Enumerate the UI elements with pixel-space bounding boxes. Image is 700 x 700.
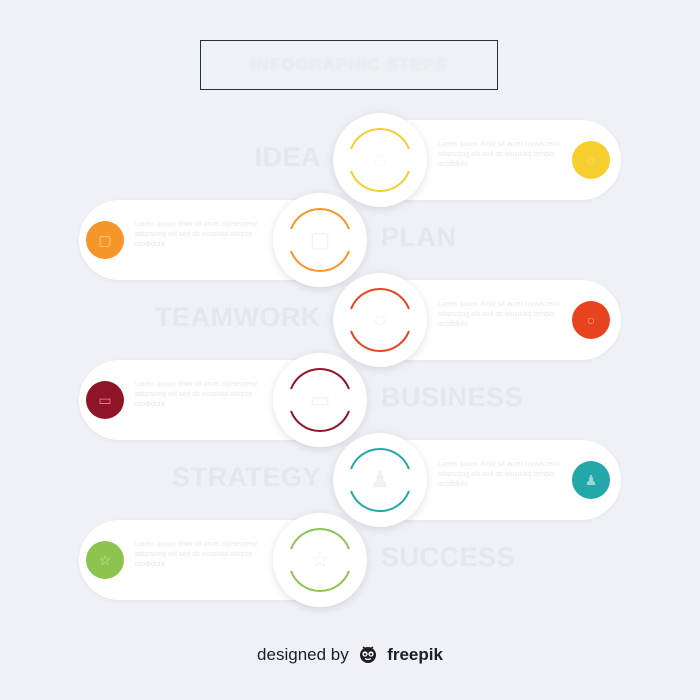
ring-arc-top [290,528,350,550]
ring-arcs [290,368,350,432]
step-ring-plan: ▢ [273,193,367,287]
step-description: Lorem ipsum dolor sit amet consectetur a… [438,461,561,488]
step-description: Lorem ipsum dolor sit amet consectetur a… [135,221,258,248]
credit-brand: freepik [387,645,443,664]
trophy-icon: ☆ [310,547,330,572]
lightbulb-icon: ◌ [586,152,596,168]
step-ring-teamwork: ○ [333,273,427,367]
chess-icon: ♟ [370,467,390,492]
ring-arc-top [350,128,410,150]
ring-arc-bottom [290,410,350,432]
ring-arc-top [290,368,350,390]
lightbulb-badge: ◌ [572,141,610,179]
ring-arcs [350,288,410,352]
step-description: Lorem ipsum dolor sit amet consectetur a… [438,301,561,328]
ring-arc-top [290,208,350,230]
step-description: Lorem ipsum dolor sit amet consectetur a… [135,541,258,568]
step-label: SUCCESS [381,542,516,572]
clipboard-badge: ▢ [86,221,124,259]
step-label: IDEA [254,142,321,172]
briefcase-icon: ▭ [309,387,331,412]
chess-icon: ♟ [584,471,598,488]
ring-arcs [350,128,410,192]
infographic-title: INFOGRAPHIC STEPS [250,55,448,74]
step-description: Lorem ipsum dolor sit amet consectetur a… [135,381,258,408]
trophy-badge: ☆ [86,541,124,579]
ring-arc-bottom [290,250,350,272]
trophy-icon: ☆ [98,551,112,568]
chess-badge: ♟ [572,461,610,499]
lightbulb-icon: ◌ [373,147,387,172]
briefcase-icon: ▭ [98,391,112,408]
clipboard-icon: ▢ [98,231,112,248]
ring-arc-bottom [290,570,350,592]
title-box: INFOGRAPHIC STEPS [200,40,498,90]
step-ring-strategy: ♟ [333,433,427,527]
credit-line[interactable]: designed by freepik [0,644,700,669]
step-label: STRATEGY [171,462,321,492]
people-icon: ○ [586,312,596,328]
step-ring-business: ▭ [273,353,367,447]
credit-prefix: designed by [257,645,349,664]
ring-arc-top [350,448,410,470]
ring-arc-bottom [350,170,410,192]
freepik-logo-icon [357,644,379,669]
ring-arcs [350,448,410,512]
step-description: Lorem ipsum dolor sit amet consectetur a… [438,141,561,168]
ring-arc-bottom [350,330,410,352]
ring-arcs [290,208,350,272]
ring-arc-bottom [350,490,410,512]
clipboard-icon: ▢ [309,227,331,252]
step-label: PLAN [381,222,457,252]
ring-arc-top [350,288,410,310]
step-label: TEAMWORK [155,302,321,332]
people-icon: ○ [373,307,387,332]
people-badge: ○ [572,301,610,339]
step-label: BUSINESS [381,382,524,412]
ring-arcs [290,528,350,592]
step-ring-idea: ◌ [333,113,427,207]
step-ring-success: ☆ [273,513,367,607]
briefcase-badge: ▭ [86,381,124,419]
